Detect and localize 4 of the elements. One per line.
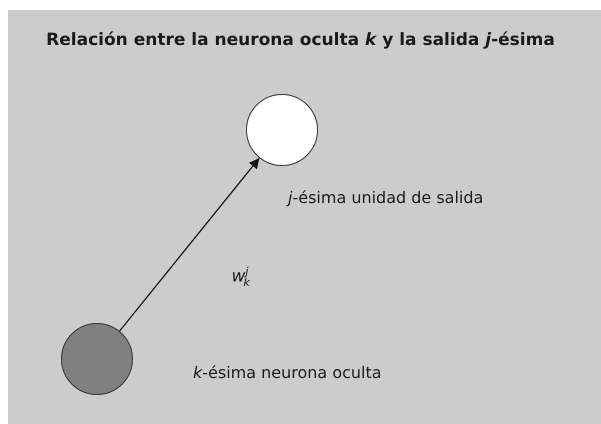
diagram-title: Relación entre la neurona oculta k y la salida j-ésima (45, 30, 556, 50)
neuron-caption: k-ésima neurona oculta (193, 363, 382, 382)
neuron-caption: j-ésima unidad de salida (288, 188, 484, 207)
arrow (119, 158, 260, 332)
